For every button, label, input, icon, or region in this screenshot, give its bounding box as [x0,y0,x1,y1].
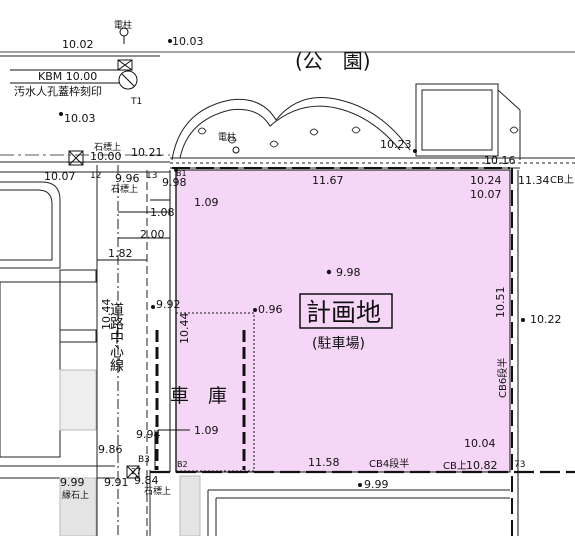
point-b2: B2 [177,460,188,469]
svg-text:10.07: 10.07 [470,188,502,201]
kbm-desc: 汚水人孔蓋枠刻印 [14,84,102,98]
svg-text:1.82: 1.82 [108,247,133,260]
svg-text:10.00: 10.00 [90,150,122,163]
plan-area [175,169,511,473]
tree-marks [197,126,519,148]
svg-text:10.24: 10.24 [470,174,502,187]
garage-label: 車 庫 [170,385,227,407]
svg-text:9.92: 9.92 [156,298,181,311]
cb-top-2: CB上 [443,460,467,472]
road-centerline-label: 道路中心線 [108,302,124,372]
svg-text:10.02: 10.02 [62,38,94,51]
curb-mark: 縁石上 [62,489,89,501]
park-area [170,83,575,169]
point-b1: B1 [176,169,187,178]
elevation-10-44-a: 10.44 [100,299,113,331]
elevation-labels: 10.02 10.03 10.03 10.00 10.07 10.21 10.2… [44,35,562,491]
svg-text:10.23: 10.23 [380,138,412,151]
svg-text:10.16: 10.16 [484,154,516,167]
svg-text:9.86: 9.86 [98,443,123,456]
svg-text:9.98: 9.98 [336,266,361,279]
svg-text:9.91: 9.91 [104,476,129,489]
svg-text:1.08: 1.08 [150,206,175,219]
cb6-mark: CB6段半 [496,358,509,398]
stone-mark-3: 石標上 [144,485,171,497]
bottom-building [149,470,510,536]
t1-label: T1 [130,97,142,107]
kbm-label: KBM 10.00 [38,70,97,83]
svg-text:0.96: 0.96 [258,303,283,316]
point-27: 27 [131,467,141,476]
plan-title: 計画地 [306,298,381,327]
svg-text:9.84: 9.84 [134,474,159,487]
svg-text:1.09: 1.09 [194,424,219,437]
plan-title-box [299,293,393,329]
survey-box-icon [68,150,140,479]
pole-label-1: 電柱 [114,19,132,31]
svg-text:1.09: 1.09 [194,196,219,209]
svg-text:10.03: 10.03 [64,112,96,125]
svg-text:10.04: 10.04 [464,437,496,450]
svg-text:9.99: 9.99 [60,476,85,489]
left-buildings [0,181,97,536]
svg-text:9.96: 9.96 [115,172,140,185]
svg-text:11.67: 11.67 [312,174,344,187]
svg-text:10.82: 10.82 [466,459,498,472]
dimension-lines [97,199,190,431]
park-label: (公 園) [295,49,371,73]
stone-mark-1: 石標上 [94,141,121,153]
cb4-mark: CB4段半 [369,457,409,470]
svg-text:10.07: 10.07 [44,170,76,183]
elevation-10-44-b: 10.44 [178,313,191,345]
point-73: 73 [514,460,525,470]
svg-text:9.99: 9.99 [364,478,389,491]
svg-text:10.03: 10.03 [172,35,204,48]
svg-text:10.22: 10.22 [530,313,562,326]
svg-text:11.34: 11.34 [518,174,550,187]
pole-label-2: 電柱 [218,131,236,143]
utility-pole-icon [119,27,240,154]
svg-text:11.58: 11.58 [308,456,340,469]
stone-mark-2: 石標上 [111,183,138,195]
plan-subtitle: (駐車場) [312,335,365,352]
garage-outline [154,312,255,472]
cb-top-1: CB上 [550,174,574,186]
svg-text:9.98: 9.98 [162,176,187,189]
boundary-lines [150,167,575,536]
elevation-10-51: 10.51 [494,287,507,319]
svg-text:10.21: 10.21 [131,146,163,159]
manhole-icon [117,59,138,90]
svg-text:2.00: 2.00 [140,228,165,241]
point-b3: B3 [138,455,150,465]
svg-text:道路中心線: 道路中心線 [108,302,124,372]
road-lines [0,51,575,536]
point-12: 12 [90,171,101,181]
survey-points [59,39,525,487]
svg-text:9.94: 9.94 [136,428,161,441]
point-13: 13 [146,171,157,181]
